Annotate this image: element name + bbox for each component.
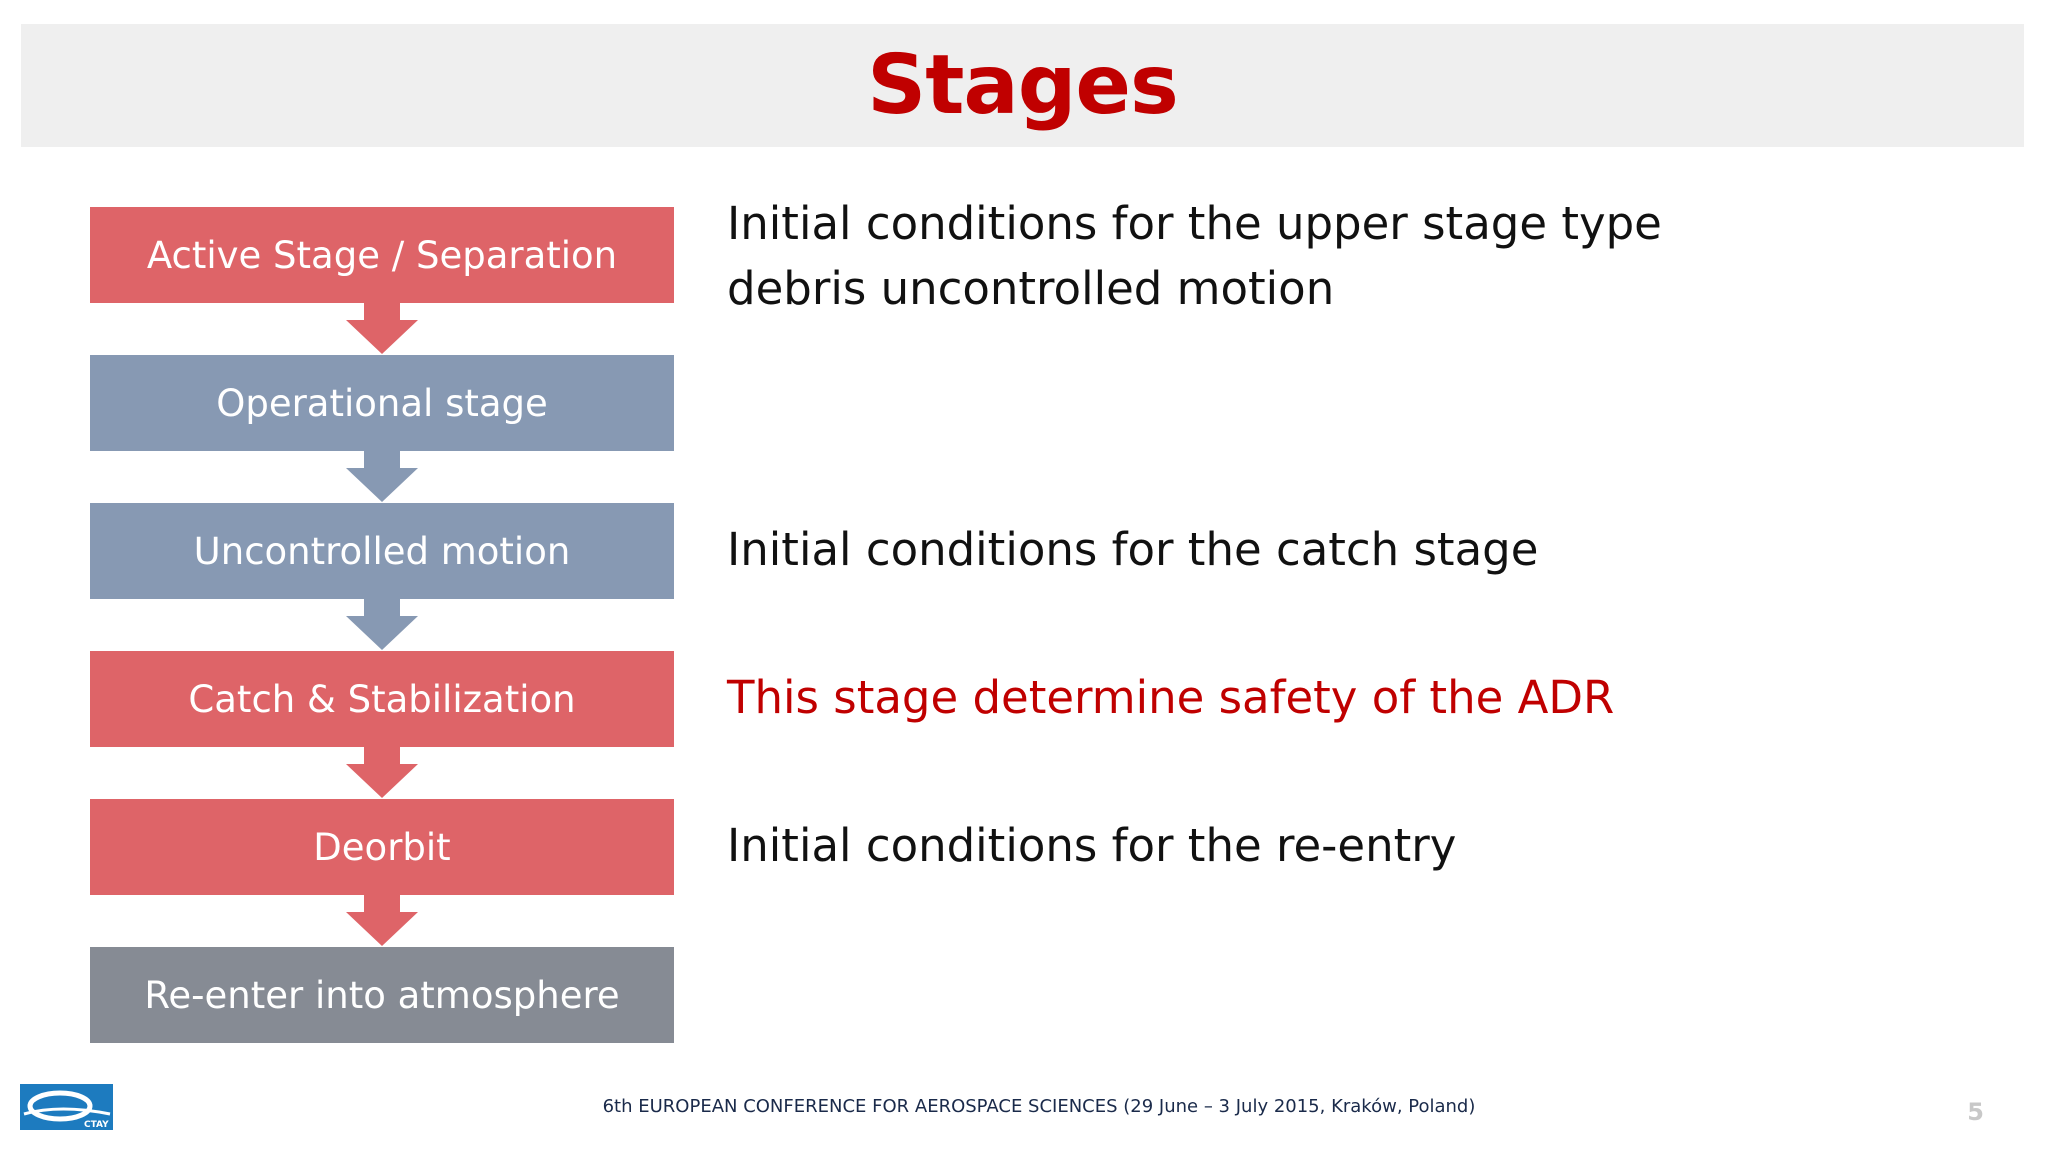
conference-logo: CTAY [20,1084,113,1130]
stage-operational: Operational stage [90,355,674,451]
title-bar: Stages [21,24,2024,147]
footer-conference-text: 6th EUROPEAN CONFERENCE FOR AEROSPACE SC… [602,1096,1476,1117]
description-catch: This stage determine safety of the ADR [727,671,1615,724]
stage-catch-stabilization: Catch & Stabilization [90,651,674,747]
description-uncontrolled: Initial conditions for the catch stage [727,523,1539,576]
description-separation: Initial conditions for the upper stage t… [727,197,1662,315]
arrow-down-icon [346,744,418,798]
page-number: 5 [1967,1098,1984,1126]
stage-deorbit: Deorbit [90,799,674,895]
logo-text: CTAY [84,1120,109,1130]
slide-title: Stages [867,37,1179,133]
stage-reenter-atmosphere: Re-enter into atmosphere [90,947,674,1043]
arrow-down-icon [346,892,418,946]
description-deorbit: Initial conditions for the re-entry [727,819,1457,872]
arrow-down-icon [346,448,418,502]
stage-uncontrolled-motion: Uncontrolled motion [90,503,674,599]
arrow-down-icon [346,596,418,650]
arrow-down-icon [346,300,418,354]
stage-active-separation: Active Stage / Separation [90,207,674,303]
